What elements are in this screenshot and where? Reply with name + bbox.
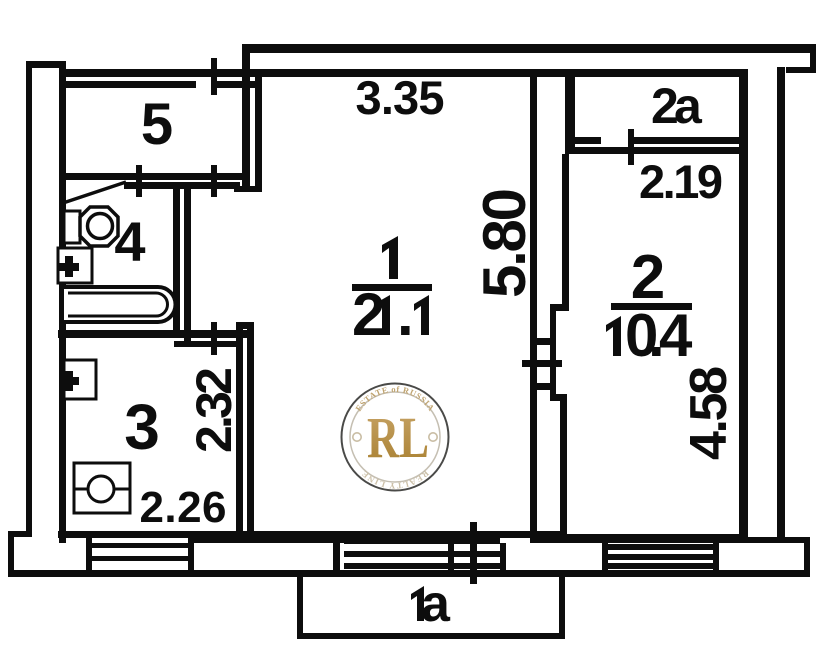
svg-text:RL: RL <box>367 405 429 470</box>
svg-text:a: a <box>421 575 451 633</box>
svg-text:.: . <box>397 281 414 348</box>
svg-text:2.26: 2.26 <box>140 483 227 532</box>
svg-text:2.19: 2.19 <box>639 155 723 208</box>
svg-text:.4: .4 <box>648 302 693 369</box>
svg-text:4.58: 4.58 <box>680 366 738 460</box>
svg-text:2.32: 2.32 <box>186 367 242 453</box>
svg-text:5.80: 5.80 <box>471 188 538 298</box>
svg-text:3: 3 <box>124 391 160 463</box>
svg-text:0: 0 <box>625 302 658 369</box>
svg-text:4: 4 <box>114 210 145 273</box>
svg-text:2a: 2a <box>651 78 703 134</box>
svg-text:2: 2 <box>352 281 385 348</box>
svg-text:5: 5 <box>141 92 173 157</box>
svg-text:2: 2 <box>631 243 665 312</box>
svg-text:3.35: 3.35 <box>356 71 445 124</box>
